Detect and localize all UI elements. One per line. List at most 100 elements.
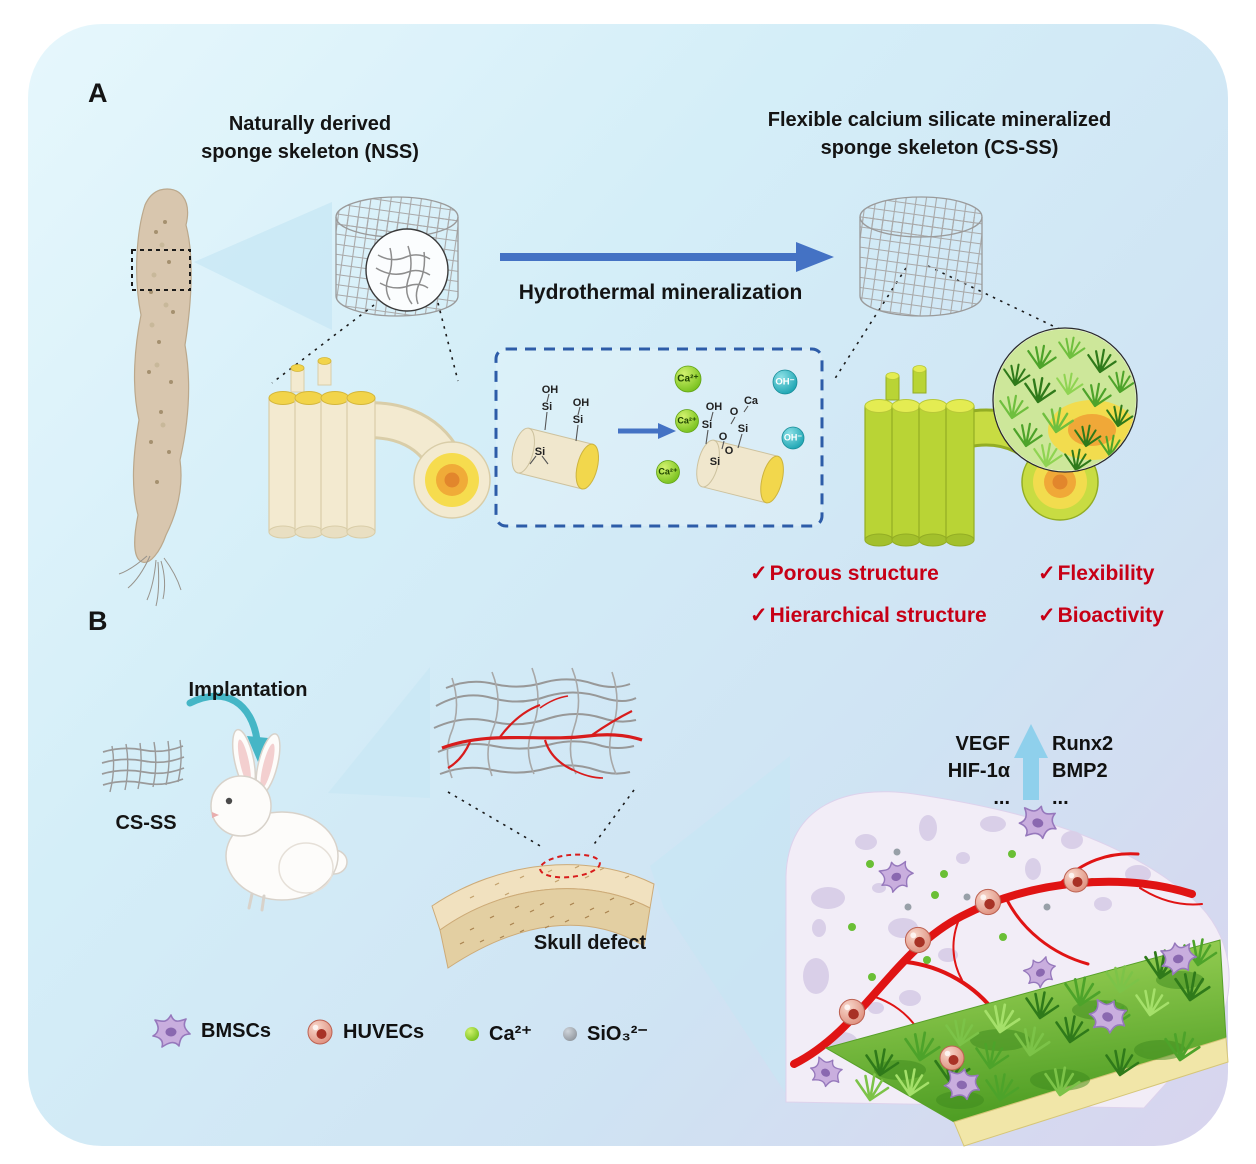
csss-magnifier-content bbox=[994, 329, 1136, 471]
sponge-inspect-rect bbox=[131, 249, 191, 291]
chem-cylinder-left bbox=[511, 427, 600, 490]
check-icon: ✓ bbox=[1038, 604, 1056, 627]
csss-mesh-cylinder bbox=[859, 196, 983, 317]
feature-text: Porous structure bbox=[769, 562, 939, 585]
feature-bioactivity: ✓Bioactivity bbox=[1038, 603, 1164, 628]
chem-cylinder-right bbox=[696, 439, 784, 504]
factors-left-column: VEGF HIF-1α ... bbox=[898, 731, 1010, 812]
chem-label: Si bbox=[534, 446, 546, 458]
factor-runx2: Runx2 bbox=[1052, 733, 1114, 755]
legend-label: HUVECs bbox=[343, 1020, 425, 1043]
calcium-ion-icon bbox=[465, 1026, 479, 1041]
csss-title: Flexible calcium silicate mineralized sp… bbox=[712, 106, 1167, 162]
nss-knobs bbox=[290, 357, 332, 393]
regeneration-illustration bbox=[785, 791, 1230, 1147]
chem-label: Ca bbox=[743, 395, 759, 407]
calcium-ion bbox=[674, 365, 702, 393]
nss-title-line2: sponge skeleton (NSS) bbox=[201, 141, 419, 163]
feature-hierarchical-structure: ✓Hierarchical structure bbox=[750, 603, 987, 628]
light-beams bbox=[194, 202, 790, 1100]
panel-a-label: A bbox=[88, 78, 108, 108]
legend-item-huvecs: HUVECs bbox=[306, 1018, 424, 1046]
nss-mesh-cylinder bbox=[335, 196, 459, 317]
check-icon: ✓ bbox=[1038, 562, 1056, 585]
sponge-fuzz bbox=[118, 555, 182, 607]
feature-text: Flexibility bbox=[1057, 562, 1155, 585]
csss-title-line1: Flexible calcium silicate mineralized bbox=[767, 109, 1112, 131]
calcium-ion-label: Ca²⁺ bbox=[658, 466, 678, 477]
bone-texture-top bbox=[469, 865, 630, 899]
nss-title: Naturally derived sponge skeleton (NSS) bbox=[145, 110, 475, 166]
dotted-connectors-b bbox=[447, 789, 635, 848]
csss-title-line2: sponge skeleton (CS-SS) bbox=[820, 137, 1059, 159]
factors-right-column: Runx2 BMP2 ... bbox=[1052, 731, 1162, 812]
csss-tube-bundle bbox=[864, 327, 1138, 547]
mesh-blood-vessels bbox=[441, 695, 643, 779]
factor-left-ellipsis: ... bbox=[993, 787, 1010, 809]
chem-label: Si bbox=[572, 414, 584, 426]
nss-tube-bundle bbox=[268, 357, 491, 539]
nss-fibers bbox=[375, 245, 431, 305]
chem-label: O bbox=[724, 445, 734, 457]
legend-item-silicate: SiO₃²⁻ bbox=[562, 1021, 648, 1046]
csss-scaffold-icon bbox=[101, 739, 185, 793]
feature-porous-structure: ✓Porous structure bbox=[750, 561, 939, 586]
feature-flexibility: ✓Flexibility bbox=[1038, 561, 1154, 586]
rabbit-illustration bbox=[210, 728, 348, 912]
nss-title-line1: Naturally derived bbox=[228, 113, 392, 135]
rabbit-eye bbox=[225, 797, 233, 805]
implantation-arrow bbox=[186, 692, 268, 762]
factor-vegf: VEGF bbox=[955, 733, 1010, 755]
matrix-calcium-dots bbox=[848, 850, 1096, 981]
skull-bone bbox=[431, 853, 655, 969]
hydroxide-ion-label: OH⁻ bbox=[783, 432, 803, 443]
hydroxide-ion bbox=[781, 426, 805, 450]
feature-text: Hierarchical structure bbox=[769, 604, 987, 627]
nss-spiral-end bbox=[413, 441, 491, 519]
factor-right-ellipsis: ... bbox=[1052, 787, 1069, 809]
chem-label: O bbox=[718, 431, 728, 443]
defect-marker-ellipse bbox=[539, 853, 601, 879]
legend-label: Ca²⁺ bbox=[489, 1023, 532, 1045]
calcium-ion bbox=[675, 409, 699, 433]
hydrothermal-arrow bbox=[500, 242, 834, 272]
legend-item-bmscs: BMSCs bbox=[150, 1012, 271, 1050]
calcium-ion-label: Ca²⁺ bbox=[677, 373, 699, 385]
rabbit-nose bbox=[212, 812, 219, 818]
hydroxide-ion bbox=[772, 369, 798, 395]
csss-knobs bbox=[885, 365, 927, 401]
bone-texture bbox=[459, 897, 635, 945]
chem-label: Si bbox=[541, 401, 553, 413]
chem-label: Si bbox=[701, 419, 713, 431]
csss-scaffold-label: CS-SS bbox=[115, 812, 177, 834]
chem-label: O bbox=[729, 406, 739, 418]
chem-bonds-right bbox=[705, 405, 749, 450]
chem-arrowhead bbox=[658, 423, 676, 439]
chem-label: OH bbox=[705, 401, 723, 413]
vascularized-mesh bbox=[433, 667, 643, 779]
implantation-label: Implantation bbox=[188, 679, 308, 701]
chem-label: Si bbox=[709, 456, 721, 468]
calcium-ion bbox=[656, 460, 680, 484]
feature-text: Bioactivity bbox=[1057, 604, 1164, 627]
natural-sponge-photo bbox=[118, 188, 192, 607]
chemistry-box bbox=[494, 347, 824, 528]
huvec-cell-icon bbox=[307, 1019, 333, 1045]
factor-bmp2: BMP2 bbox=[1052, 760, 1108, 782]
csss-vertical-tubes bbox=[864, 399, 975, 547]
legend-label: BMSCs bbox=[201, 1019, 272, 1042]
matrix-pores bbox=[803, 815, 1151, 1054]
chem-label: OH bbox=[572, 397, 590, 409]
skull-defect-label: Skull defect bbox=[533, 932, 647, 954]
ion-circles bbox=[656, 365, 805, 484]
factor-hif1a: HIF-1α bbox=[947, 760, 1010, 782]
check-icon: ✓ bbox=[750, 604, 768, 627]
chem-label: Si bbox=[737, 423, 749, 435]
upregulation-arrow bbox=[1014, 724, 1048, 800]
dotted-connectors-a bbox=[271, 265, 1079, 384]
calcium-ion-label: Ca²⁺ bbox=[677, 415, 697, 426]
chem-bonds-left bbox=[529, 393, 581, 465]
hydroxide-ion-label: OH⁻ bbox=[775, 376, 795, 388]
